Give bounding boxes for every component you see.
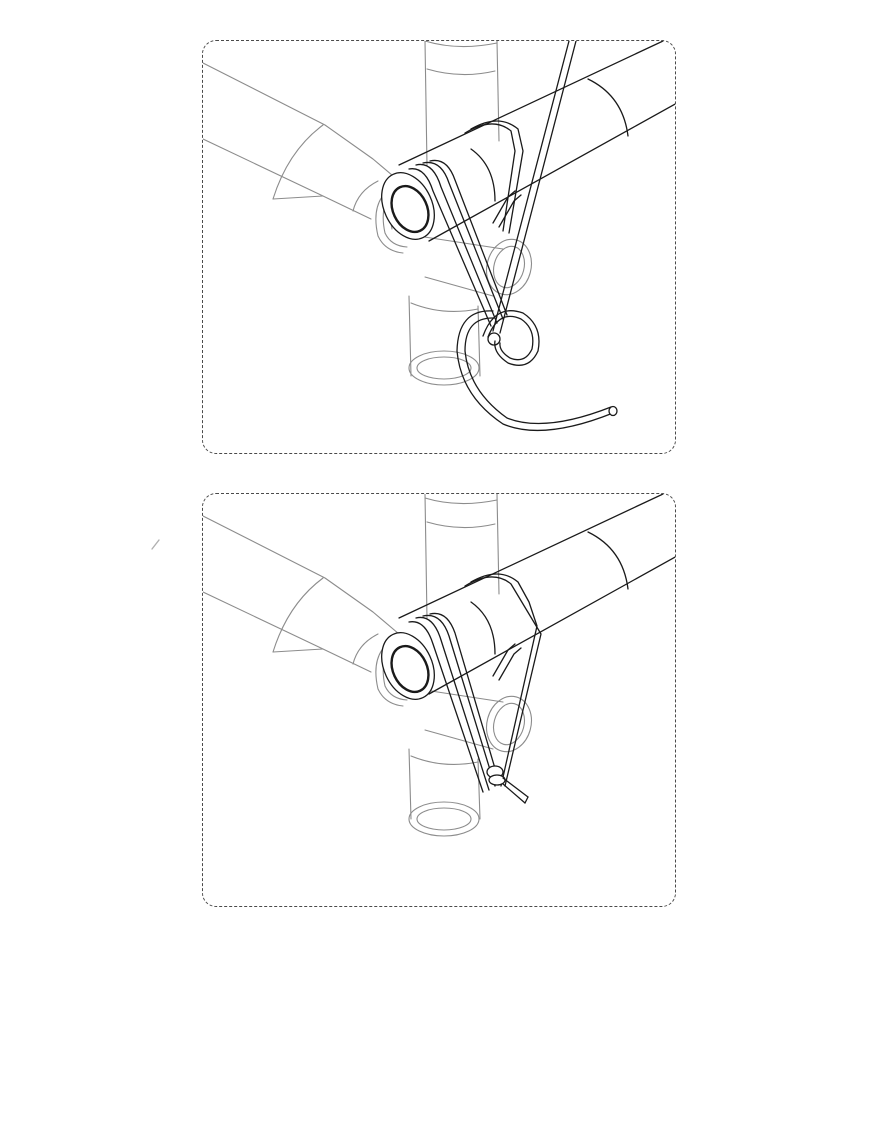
diagonal-pole-left <box>203 516 399 672</box>
stray-pencil-mark <box>150 537 162 551</box>
main-diagonal-pole <box>371 41 676 248</box>
main-diagonal-pole <box>371 494 676 708</box>
cross-pole-stub <box>418 234 537 299</box>
standing-rope <box>488 41 576 345</box>
step-panel-2 <box>202 493 676 907</box>
diagonal-pole-left <box>203 63 399 219</box>
lashing-illustration-step-1 <box>203 41 676 454</box>
step-panel-1 <box>202 40 676 454</box>
lashing-illustration-step-2 <box>203 494 676 907</box>
tightened-knot <box>487 766 528 803</box>
vertical-pole-front <box>409 749 480 836</box>
